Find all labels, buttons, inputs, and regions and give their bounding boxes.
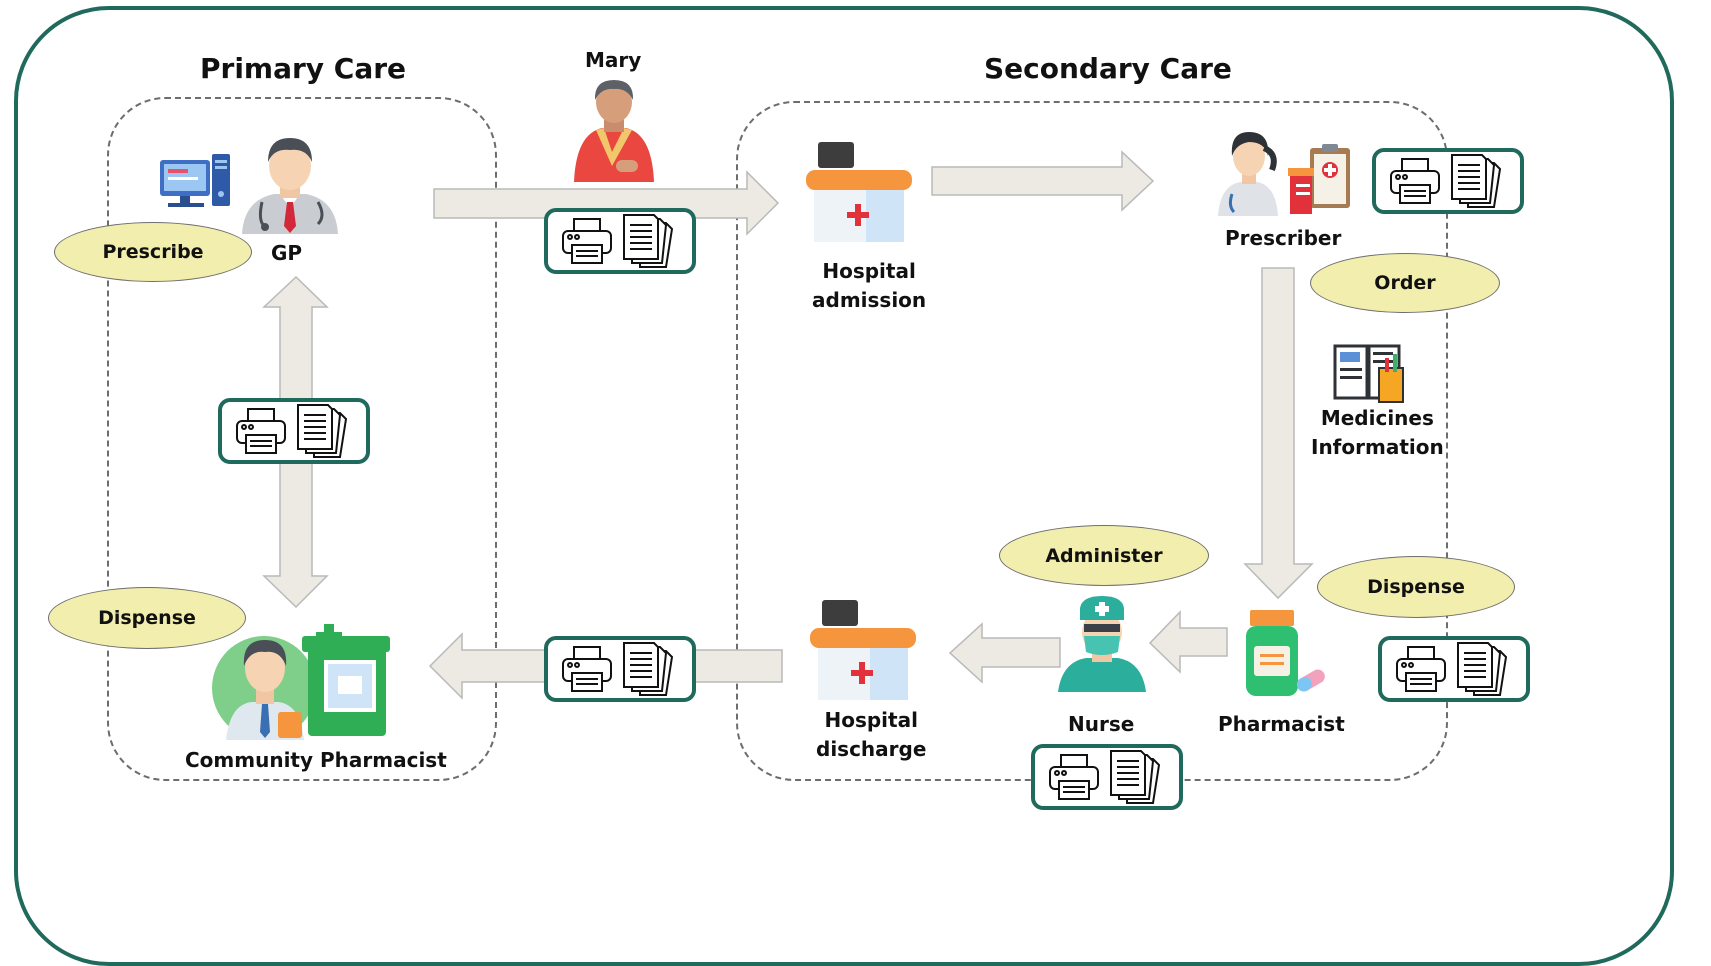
primary-care-title: Primary Care bbox=[200, 52, 407, 85]
docbox-pharmacist bbox=[1378, 636, 1530, 702]
printer-icon bbox=[1390, 158, 1440, 204]
gp-doctor-icon bbox=[242, 138, 338, 234]
prescriber-icon bbox=[1218, 132, 1350, 216]
gp-label: GP bbox=[271, 241, 303, 265]
arrow-pharmacist-to-nurse bbox=[1148, 610, 1228, 674]
documents-icon bbox=[297, 404, 348, 458]
dispense-primary-ellipse: Dispense bbox=[48, 587, 246, 649]
pharmacist-medicine-icon bbox=[1246, 610, 1325, 696]
printer-icon bbox=[562, 218, 612, 264]
hospital-admission-label: Hospital admission bbox=[812, 257, 926, 315]
arrow-prescriber-to-pharmacist bbox=[1243, 267, 1314, 600]
docbox-nurse bbox=[1031, 744, 1183, 810]
mary-patient-icon bbox=[574, 80, 654, 182]
prescribe-ellipse: Prescribe bbox=[54, 222, 252, 282]
documents-icon bbox=[623, 214, 674, 268]
hospital-discharge-line2: discharge bbox=[816, 737, 927, 761]
hospital-discharge-label: Hospital discharge bbox=[816, 706, 926, 764]
documents-icon bbox=[1451, 154, 1502, 208]
medicines-information-label: Medicines Information bbox=[1311, 404, 1444, 462]
community-pharmacist-icon bbox=[212, 624, 390, 740]
hospital-discharge-icon bbox=[810, 600, 916, 700]
printer-icon bbox=[1396, 646, 1446, 692]
arrow-nurse-to-discharge bbox=[948, 622, 1061, 684]
administer-ellipse: Administer bbox=[999, 525, 1209, 586]
arrow-admission-to-prescriber bbox=[931, 150, 1155, 212]
community-pharmacist-label: Community Pharmacist bbox=[185, 748, 447, 772]
hospital-admission-icon bbox=[806, 142, 912, 242]
arrow-gp-to-admission bbox=[433, 170, 780, 236]
pharmacist-label: Pharmacist bbox=[1218, 712, 1345, 736]
printer-icon bbox=[236, 408, 286, 454]
medicines-information-line1: Medicines bbox=[1320, 406, 1434, 430]
documents-icon bbox=[1457, 642, 1508, 696]
medicines-information-line2: Information bbox=[1311, 435, 1444, 459]
computer-icon bbox=[160, 154, 230, 207]
secondary-care-title: Secondary Care bbox=[984, 52, 1232, 85]
docbox-primary-care bbox=[218, 398, 370, 464]
printer-icon bbox=[562, 646, 612, 692]
docbox-transfer-top bbox=[544, 208, 696, 274]
mary-label: Mary bbox=[585, 48, 642, 72]
nurse-icon bbox=[1058, 596, 1146, 692]
nurse-label: Nurse bbox=[1068, 712, 1135, 736]
hospital-admission-line1: Hospital bbox=[822, 259, 916, 283]
documents-icon bbox=[623, 642, 674, 696]
medicines-information-book-icon bbox=[1333, 344, 1404, 403]
dispense-secondary-ellipse: Dispense bbox=[1317, 556, 1515, 618]
docbox-transfer-bottom bbox=[544, 636, 696, 702]
order-ellipse: Order bbox=[1310, 253, 1500, 313]
hospital-admission-line2: admission bbox=[812, 288, 927, 312]
prescriber-label: Prescriber bbox=[1225, 226, 1342, 250]
printer-icon bbox=[1049, 754, 1099, 800]
hospital-discharge-line1: Hospital bbox=[824, 708, 918, 732]
documents-icon bbox=[1110, 750, 1161, 804]
primary-care-zone bbox=[107, 97, 497, 781]
docbox-prescriber bbox=[1372, 148, 1524, 214]
